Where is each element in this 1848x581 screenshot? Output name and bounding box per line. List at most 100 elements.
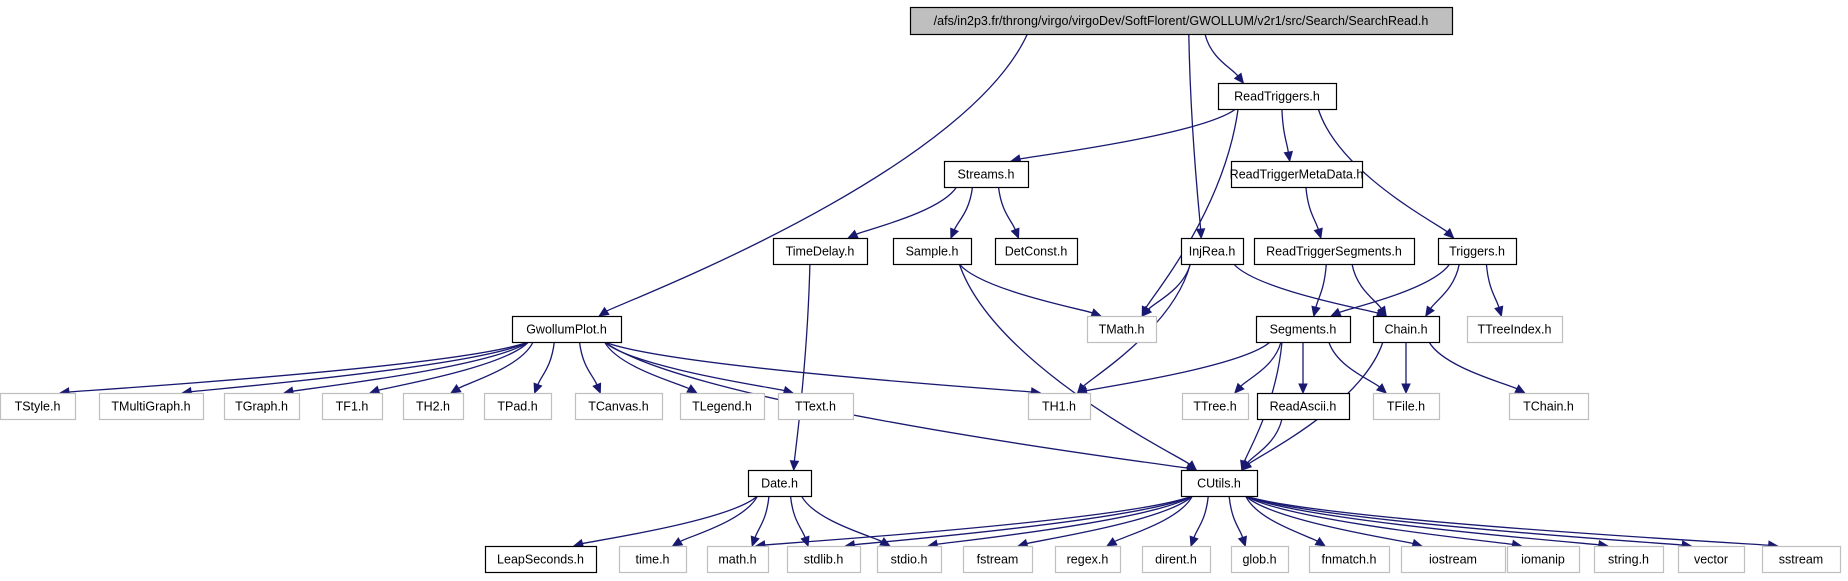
arrowhead-icon — [598, 306, 610, 317]
edge-cutils-to-iostream — [1245, 495, 1423, 549]
node-triggers[interactable]: Triggers.h — [1437, 237, 1518, 266]
arrowhead-icon — [592, 382, 602, 395]
node-detconst[interactable]: DetConst.h — [994, 237, 1079, 266]
node-tgraph: TGraph.h — [223, 392, 301, 421]
node-label: TMath.h — [1099, 323, 1145, 337]
edge-date-to-leapseconds — [572, 495, 758, 549]
arrowhead-icon — [1141, 305, 1153, 317]
node-box-frame — [772, 237, 869, 266]
node-label: TCanvas.h — [588, 400, 648, 414]
node-box-frame — [994, 237, 1079, 266]
node-box-frame — [484, 545, 598, 574]
arrowhead-icon — [1401, 383, 1411, 395]
edge-chain-to-tchain — [1428, 341, 1526, 394]
edge-line — [1245, 495, 1318, 542]
node-label: TTree.h — [1193, 400, 1236, 414]
node-ttree: TTree.h — [1181, 392, 1250, 421]
edge-line — [191, 341, 529, 393]
node-cutils[interactable]: CUtils.h — [1180, 469, 1259, 498]
edge-line — [1145, 108, 1239, 309]
edge-line — [1233, 263, 1378, 314]
edge-segments-to-tfile — [1328, 341, 1388, 394]
node-fnmatchh: fnmatch.h — [1308, 545, 1391, 574]
arrowhead-icon — [789, 460, 800, 472]
arrowhead-icon — [1314, 536, 1327, 547]
edge-readtriggers-to-triggers — [1317, 108, 1455, 239]
node-tf1: TF1.h — [321, 392, 384, 421]
node-box-frame — [1141, 545, 1212, 574]
arrowhead-icon — [368, 385, 381, 395]
arrowhead-icon — [847, 229, 859, 239]
node-regexh: regex.h — [1054, 545, 1122, 574]
node-box-frame — [1506, 545, 1581, 574]
edge-line — [1246, 418, 1283, 464]
node-label: DetConst.h — [1005, 245, 1068, 259]
node-leapseconds[interactable]: LeapSeconds.h — [484, 545, 598, 574]
node-label: Streams.h — [958, 168, 1015, 182]
node-box-frame — [876, 545, 943, 574]
edge-line — [1245, 495, 1513, 546]
edge-line — [793, 263, 811, 462]
node-label: LeapSeconds.h — [497, 553, 584, 567]
edge-cutils-to-regexh — [1105, 495, 1193, 547]
edge-readascii-to-cutils — [1241, 418, 1283, 471]
arrowhead-icon — [449, 383, 462, 394]
node-box-frame — [1593, 545, 1665, 574]
node-stdlibh: stdlib.h — [786, 545, 862, 574]
edge-line — [958, 263, 1093, 314]
node-chain[interactable]: Chain.h — [1372, 315, 1441, 344]
node-root[interactable]: /afs/in2p3.fr/throng/virgo/virgoDev/Soft… — [909, 6, 1454, 36]
node-label: iomanip — [1521, 553, 1565, 567]
edge-line — [68, 341, 529, 393]
node-readascii[interactable]: ReadAscii.h — [1256, 392, 1351, 421]
edge-line — [1430, 263, 1460, 309]
edge-cutils-to-direnth — [1189, 495, 1209, 548]
node-date[interactable]: Date.h — [747, 469, 813, 498]
arrowhead-icon — [1375, 383, 1388, 394]
node-box-frame — [511, 315, 623, 344]
edge-segments-to-ttree — [1233, 341, 1282, 394]
node-timedelay[interactable]: TimeDelay.h — [772, 237, 869, 266]
node-box-frame — [1372, 392, 1441, 421]
edge-line — [1245, 495, 1599, 546]
node-box-frame — [777, 392, 855, 421]
node-readtriggermetadata[interactable]: ReadTriggerMetaData.h — [1230, 160, 1364, 189]
node-injrea[interactable]: InjRea.h — [1180, 237, 1245, 266]
edge-line — [936, 495, 1193, 545]
node-box-frame — [1256, 392, 1351, 421]
node-label: TText.h — [795, 400, 836, 414]
node-label: CUtils.h — [1197, 477, 1241, 491]
node-box-frame — [223, 392, 301, 421]
edge-sample-to-tmath — [958, 263, 1102, 318]
edge-cutils-to-globh — [1228, 495, 1247, 548]
node-timeh: time.h — [618, 545, 688, 574]
node-readtriggersegments[interactable]: ReadTriggerSegments.h — [1253, 237, 1416, 266]
arrowhead-icon — [1443, 227, 1455, 239]
node-box-frame — [1086, 315, 1158, 344]
node-label: InjRea.h — [1189, 245, 1236, 259]
node-label: TimeDelay.h — [786, 245, 855, 259]
node-streams[interactable]: Streams.h — [943, 160, 1030, 189]
arrowhead-icon — [1195, 228, 1206, 240]
arrowhead-icon — [1237, 535, 1247, 548]
node-box-frame — [483, 392, 553, 421]
node-label: fnmatch.h — [1322, 553, 1377, 567]
arrowhead-icon — [1105, 537, 1118, 547]
node-sample[interactable]: Sample.h — [892, 237, 973, 266]
node-label: TTreeIndex.h — [1478, 323, 1552, 337]
node-label: ReadTriggers.h — [1234, 90, 1320, 104]
node-box-frame — [943, 160, 1030, 189]
edge-line — [1086, 341, 1271, 392]
node-gwollumplot[interactable]: GwollumPlot.h — [511, 315, 623, 344]
node-label: fstream — [977, 553, 1019, 567]
node-box-frame — [1180, 469, 1259, 498]
node-segments[interactable]: Segments.h — [1255, 315, 1352, 344]
arrowhead-icon — [1330, 307, 1342, 317]
node-tpad: TPad.h — [483, 392, 553, 421]
node-readtriggers[interactable]: ReadTriggers.h — [1217, 82, 1338, 111]
node-label: glob.h — [1242, 553, 1276, 567]
node-label: ReadTriggerMetaData.h — [1230, 168, 1364, 182]
edge-line — [292, 341, 529, 392]
arrowhead-icon — [950, 227, 960, 240]
edge-line — [1485, 263, 1500, 308]
